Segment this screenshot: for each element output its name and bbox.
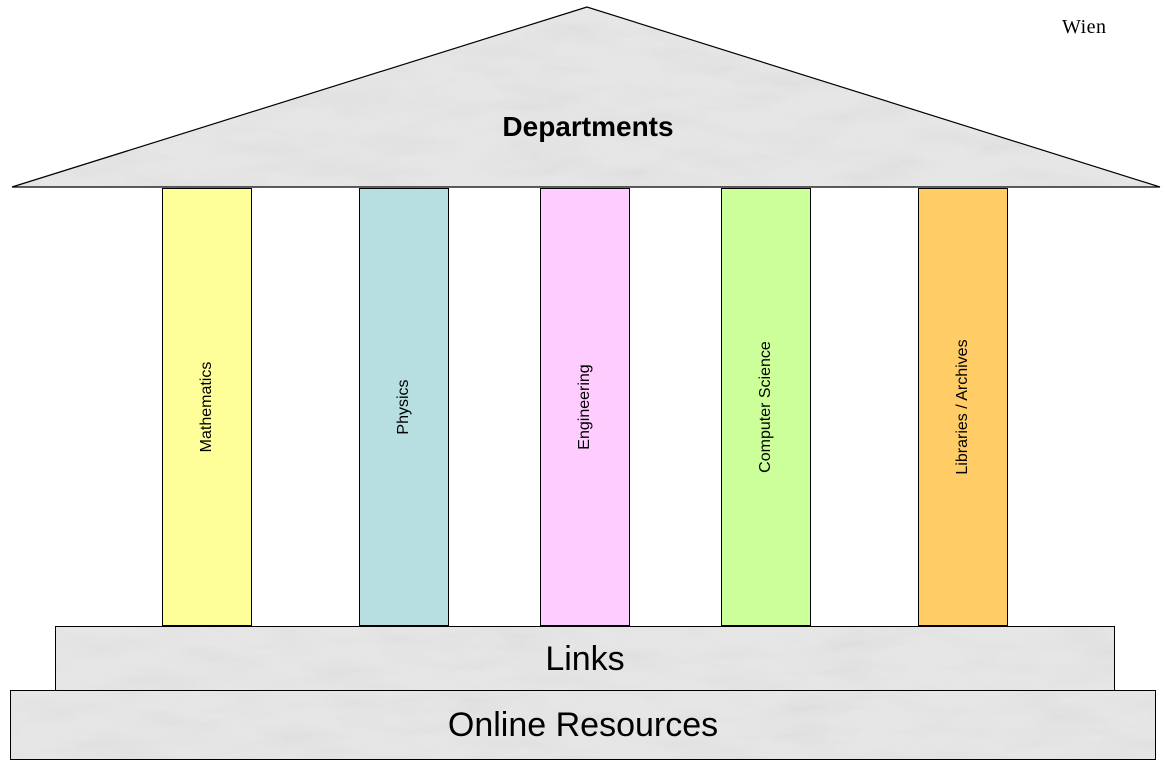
column-label-computer-science: Computer Science xyxy=(757,341,774,473)
links-step[interactable]: Links xyxy=(55,626,1115,692)
column-engineering[interactable]: Engineering xyxy=(540,188,630,626)
departments-title: Departments xyxy=(502,111,674,142)
online-resources-label: Online Resources xyxy=(447,705,719,744)
column-label-libraries-archives: Libraries / Archives xyxy=(954,339,971,475)
column-physics[interactable]: Physics xyxy=(359,188,449,626)
column-computer-science[interactable]: Computer Science xyxy=(721,188,811,626)
links-label: Links xyxy=(545,639,625,678)
column-label-physics: Physics xyxy=(395,379,412,435)
column-label-mathematics: Mathematics xyxy=(198,361,215,453)
column-label-engineering: Engineering xyxy=(576,364,593,450)
online-resources-step[interactable]: Online Resources xyxy=(10,690,1156,760)
pediment-roof[interactable] xyxy=(0,0,1166,195)
column-libraries-archives[interactable]: Libraries / Archives xyxy=(918,188,1008,626)
city-label: Wien xyxy=(1062,16,1107,38)
online-resources-step-texture xyxy=(11,691,1155,759)
links-step-texture xyxy=(56,627,1114,691)
column-mathematics[interactable]: Mathematics xyxy=(162,188,252,626)
